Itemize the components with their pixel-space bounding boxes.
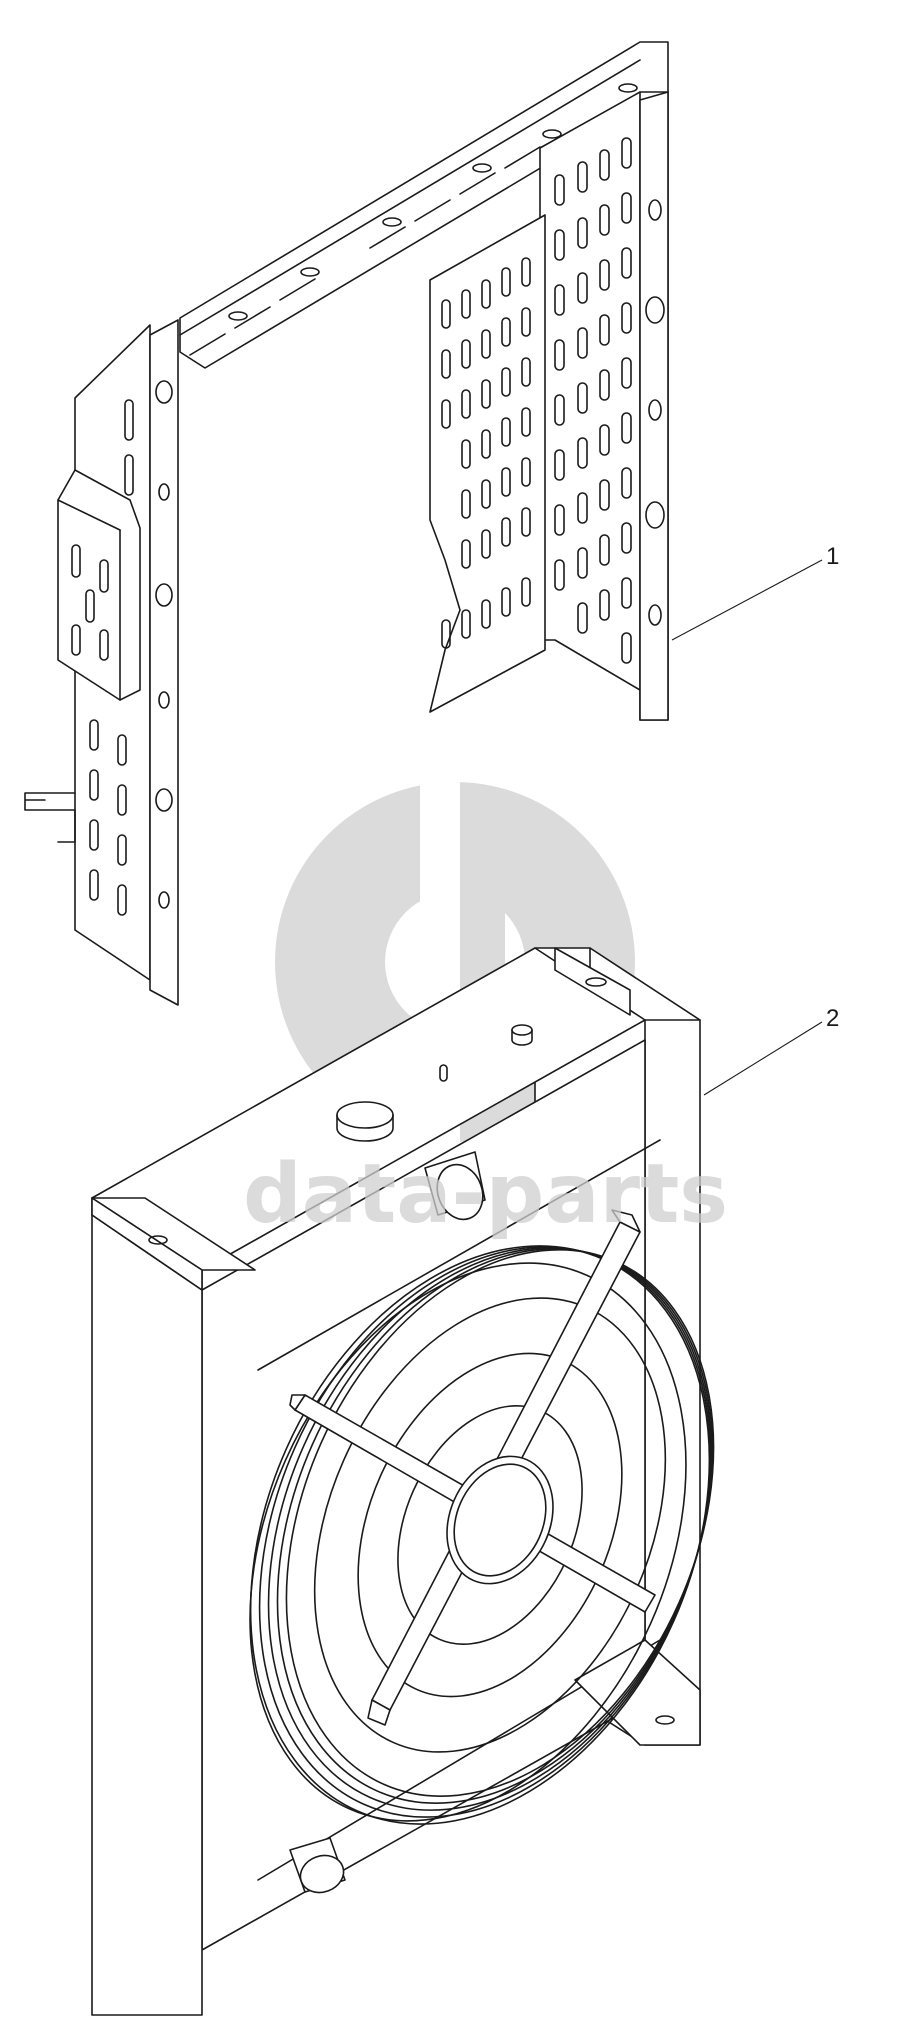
- callout-label-2: 2: [826, 1005, 839, 1032]
- right-flange-holes: [645, 199, 665, 626]
- shroud-right-flange: [639, 91, 669, 721]
- shroud-left-clamp: [57, 469, 141, 701]
- part-1-shroud-frame: [24, 41, 669, 1006]
- callout-2: 2: [703, 1005, 839, 1096]
- left-frame-hole: [148, 1235, 168, 1245]
- radiator-lower-outlet: [289, 1837, 346, 1894]
- shroud-left-flange: [149, 319, 179, 1006]
- inner-panel-slots: [441, 257, 531, 649]
- leader-line-1: [671, 559, 823, 641]
- radiator-upper-inlet: [424, 1151, 486, 1221]
- callout-label-1: 1: [826, 543, 839, 570]
- shroud-side-tab: [24, 792, 76, 843]
- right-panel-slots: [554, 137, 632, 664]
- radiator-filler-cap: [336, 1101, 394, 1142]
- leader-line-2: [703, 1021, 823, 1096]
- fan-hub: [446, 1455, 554, 1585]
- radiator-bottom-bracket: [574, 1639, 701, 1746]
- shroud-inner-perforated-panel: [429, 214, 546, 713]
- radiator-small-fittings: [439, 1024, 533, 1082]
- radiator-top-lip: [554, 947, 631, 1016]
- radiator-left-frame: [91, 1214, 203, 2016]
- left-panel-slots: [71, 399, 134, 916]
- top-rail-slots: [189, 83, 638, 356]
- part-2-radiator-fan: [91, 947, 715, 2016]
- left-flange-holes: [155, 380, 173, 909]
- callout-1: 1: [671, 543, 839, 641]
- top-plate-hole: [585, 977, 607, 987]
- watermark-text: data-parts: [243, 1147, 728, 1242]
